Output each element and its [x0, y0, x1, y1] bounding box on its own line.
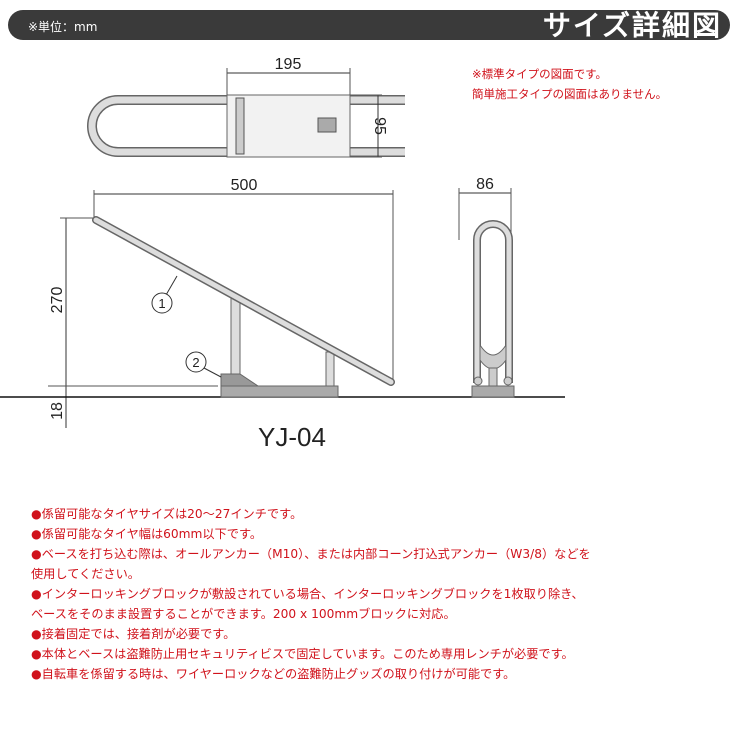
side-view — [0, 190, 565, 428]
callout-1: 1 — [158, 296, 165, 311]
unit-label: ※単位：mm — [28, 20, 98, 34]
bullet-interlocking: ●インターロッキングブロックが敷設されている場合、インターロッキングブロックを1… — [31, 587, 584, 601]
model-name: YJ-04 — [258, 422, 326, 452]
note-standard: ※標準タイプの図面です。 — [472, 67, 607, 81]
dim-86: 86 — [476, 176, 494, 193]
note-easy: 簡単施工タイプの図面はありません。 — [472, 87, 668, 101]
front-view — [458, 188, 515, 398]
dim-18: 18 — [49, 402, 66, 420]
bullet-interlocking-cont: ベースをそのまま設置することができます。200 x 100mmブロックに対応。 — [31, 607, 456, 621]
dim-270: 270 — [49, 287, 66, 314]
callout-2: 2 — [192, 355, 199, 370]
header-bar — [8, 10, 730, 40]
dimension-drawing: 195 95 1 2 500 270 18 86 YJ-04 — [0, 56, 565, 452]
page-title: サイズ詳細図 — [542, 9, 722, 42]
dim-500: 500 — [231, 177, 258, 194]
bullet-security-screw: ●本体とベースは盗難防止用セキュリティビスで固定しています。このため専用レンチが… — [31, 647, 574, 661]
bullet-anchor-cont: 使用してください。 — [31, 567, 140, 581]
bullet-anchor: ●ベースを打ち込む際は、オールアンカー（M10）、または内部コーン打込式アンカー… — [31, 547, 591, 561]
bullet-tire-width: ●係留可能なタイヤ幅は60mm以下です。 — [31, 527, 263, 541]
bullet-tire-size: ●係留可能なタイヤサイズは20～27インチです。 — [31, 507, 303, 521]
dim-95: 95 — [371, 117, 388, 135]
top-view — [87, 68, 405, 158]
bullet-adhesive: ●接着固定では、接着剤が必要です。 — [31, 627, 236, 641]
bullet-wire-lock: ●自転車を係留する時は、ワイヤーロックなどの盗難防止グッズの取り付けが可能です。 — [31, 667, 516, 681]
dim-195: 195 — [275, 56, 302, 73]
